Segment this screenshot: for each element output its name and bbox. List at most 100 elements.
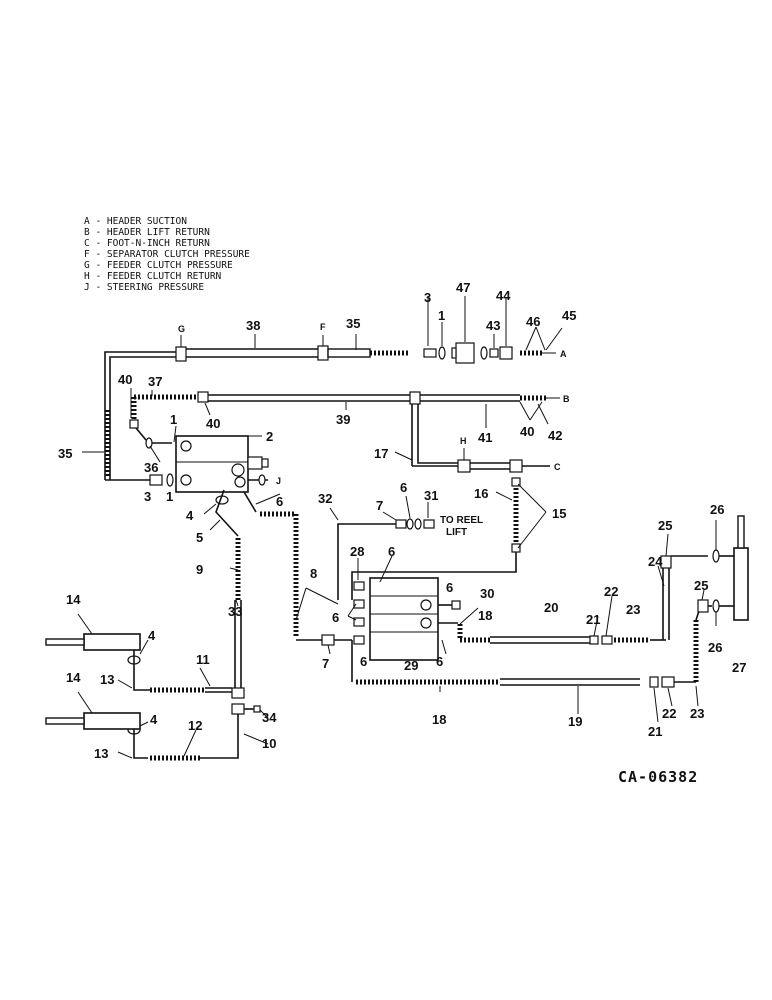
pipe-39 <box>208 394 410 402</box>
callout-4-block: 4 <box>186 508 194 523</box>
callout-38: 38 <box>246 318 260 333</box>
callout-4-upper: 4 <box>148 628 156 643</box>
callout-25-upper: 25 <box>658 518 672 533</box>
tee-39 <box>409 391 421 405</box>
callout-46: 46 <box>526 314 540 329</box>
steering-line <box>243 491 352 646</box>
o-ring-1-top <box>438 346 446 360</box>
elbow-25-upper <box>660 555 672 569</box>
callout-numbers: 3 1 47 43 44 46 45 38 35 40 37 40 39 41 … <box>58 280 746 761</box>
callout-20: 20 <box>544 600 558 615</box>
legend-item-h: H - FEEDER CLUTCH RETURN <box>84 271 222 282</box>
callout-6-bank-bottom: 6 <box>360 654 367 669</box>
pipe-33 <box>234 600 242 690</box>
fitting-7 <box>321 634 335 646</box>
pipe-38-end <box>327 348 371 358</box>
callout-36: 36 <box>144 460 158 475</box>
reel-lift-label-2: LIFT <box>446 527 467 538</box>
callout-1-top: 1 <box>438 308 445 323</box>
fitting-22-lower <box>661 676 675 688</box>
callout-13-lower: 13 <box>94 746 108 761</box>
port-letter-a: A <box>560 349 567 359</box>
callout-28: 28 <box>350 544 364 559</box>
callout-14-upper: 14 <box>66 592 81 607</box>
callout-6-bank-lower-right: 6 <box>436 654 443 669</box>
callout-30: 30 <box>480 586 494 601</box>
tee-33 <box>231 687 245 699</box>
callout-40-right: 40 <box>520 424 534 439</box>
callout-22-lower: 22 <box>662 706 676 721</box>
callout-8: 8 <box>310 566 317 581</box>
callout-40-mid: 40 <box>206 416 220 431</box>
legend-item-j: J - STEERING PRESSURE <box>84 282 204 293</box>
elbow-25-lower <box>697 599 709 613</box>
callout-22-upper: 22 <box>604 584 618 599</box>
callout-35-top: 35 <box>346 316 360 331</box>
callout-5: 5 <box>196 530 203 545</box>
callout-9: 9 <box>196 562 203 577</box>
fitting-44 <box>499 346 513 360</box>
drawing-number: CA-06382 <box>618 768 698 786</box>
lower-return-line <box>351 599 734 688</box>
callout-6-bank-right: 6 <box>446 580 453 595</box>
tee-fitting-g <box>175 346 187 362</box>
callout-15: 15 <box>552 506 566 521</box>
callout-3-top: 3 <box>424 290 431 305</box>
callout-40-left: 40 <box>118 372 132 387</box>
pipe-19 <box>500 678 640 686</box>
port-letter-j: J <box>276 476 281 486</box>
callout-1-block: 1 <box>170 412 177 427</box>
port-letter-c: C <box>554 462 561 472</box>
callout-13-upper: 13 <box>100 672 114 687</box>
tee-fitting-f <box>317 345 329 361</box>
callout-19: 19 <box>568 714 582 729</box>
callout-25-lower: 25 <box>694 578 708 593</box>
callout-44: 44 <box>496 288 511 303</box>
tee-fitting-15 <box>509 459 523 473</box>
callout-35-left: 35 <box>58 446 72 461</box>
port-letter-b: B <box>563 394 570 404</box>
tee-fitting-h <box>457 459 471 473</box>
pipe-41 <box>420 394 520 402</box>
reel-lift-label-1: TO REEL <box>440 515 483 526</box>
callout-10: 10 <box>262 736 276 751</box>
foot-n-inch-return-line: H C <box>351 404 561 600</box>
callout-7-lower: 7 <box>322 656 329 671</box>
valve-block-2: J <box>175 435 281 493</box>
port-letter-h: H <box>460 436 467 446</box>
legend-item-f: F - SEPARATOR CLUTCH PRESSURE <box>84 249 250 260</box>
leader-lines <box>77 296 717 759</box>
fitting-3-left <box>149 474 163 486</box>
callout-6-bank-left: 6 <box>332 610 339 625</box>
legend-item-a: A - HEADER SUCTION <box>84 216 187 227</box>
callout-11: 11 <box>196 652 210 667</box>
callout-37: 37 <box>148 374 162 389</box>
valve-47 <box>455 342 475 364</box>
callout-3-left: 3 <box>144 489 151 504</box>
callout-33: 33 <box>228 604 242 619</box>
callout-2: 2 <box>266 429 273 444</box>
pipe-20 <box>490 636 590 644</box>
callout-1-left: 1 <box>166 489 173 504</box>
callout-32: 32 <box>318 491 332 506</box>
header-suction-line: A G F <box>104 322 567 480</box>
legend: A - HEADER SUCTION B - HEADER LIFT RETUR… <box>84 216 250 293</box>
callout-17: 17 <box>374 446 388 461</box>
callout-4-lower: 4 <box>150 712 158 727</box>
callout-34: 34 <box>262 710 277 725</box>
callout-18-upper: 18 <box>478 608 492 623</box>
fitting-3-top <box>423 348 437 358</box>
callout-21-lower: 21 <box>648 724 662 739</box>
cylinder-lines <box>127 489 261 761</box>
separator-clutch-line <box>438 549 734 645</box>
legend-item-b: B - HEADER LIFT RETURN <box>84 227 210 238</box>
callout-18-lower: 18 <box>432 712 446 727</box>
port-letter-f: F <box>320 322 326 332</box>
callout-41: 41 <box>478 430 492 445</box>
callout-29: 29 <box>404 658 418 673</box>
callout-39: 39 <box>336 412 350 427</box>
callout-24: 24 <box>648 554 663 569</box>
callout-23-upper: 23 <box>626 602 640 617</box>
lift-cylinder-lower <box>45 712 141 748</box>
